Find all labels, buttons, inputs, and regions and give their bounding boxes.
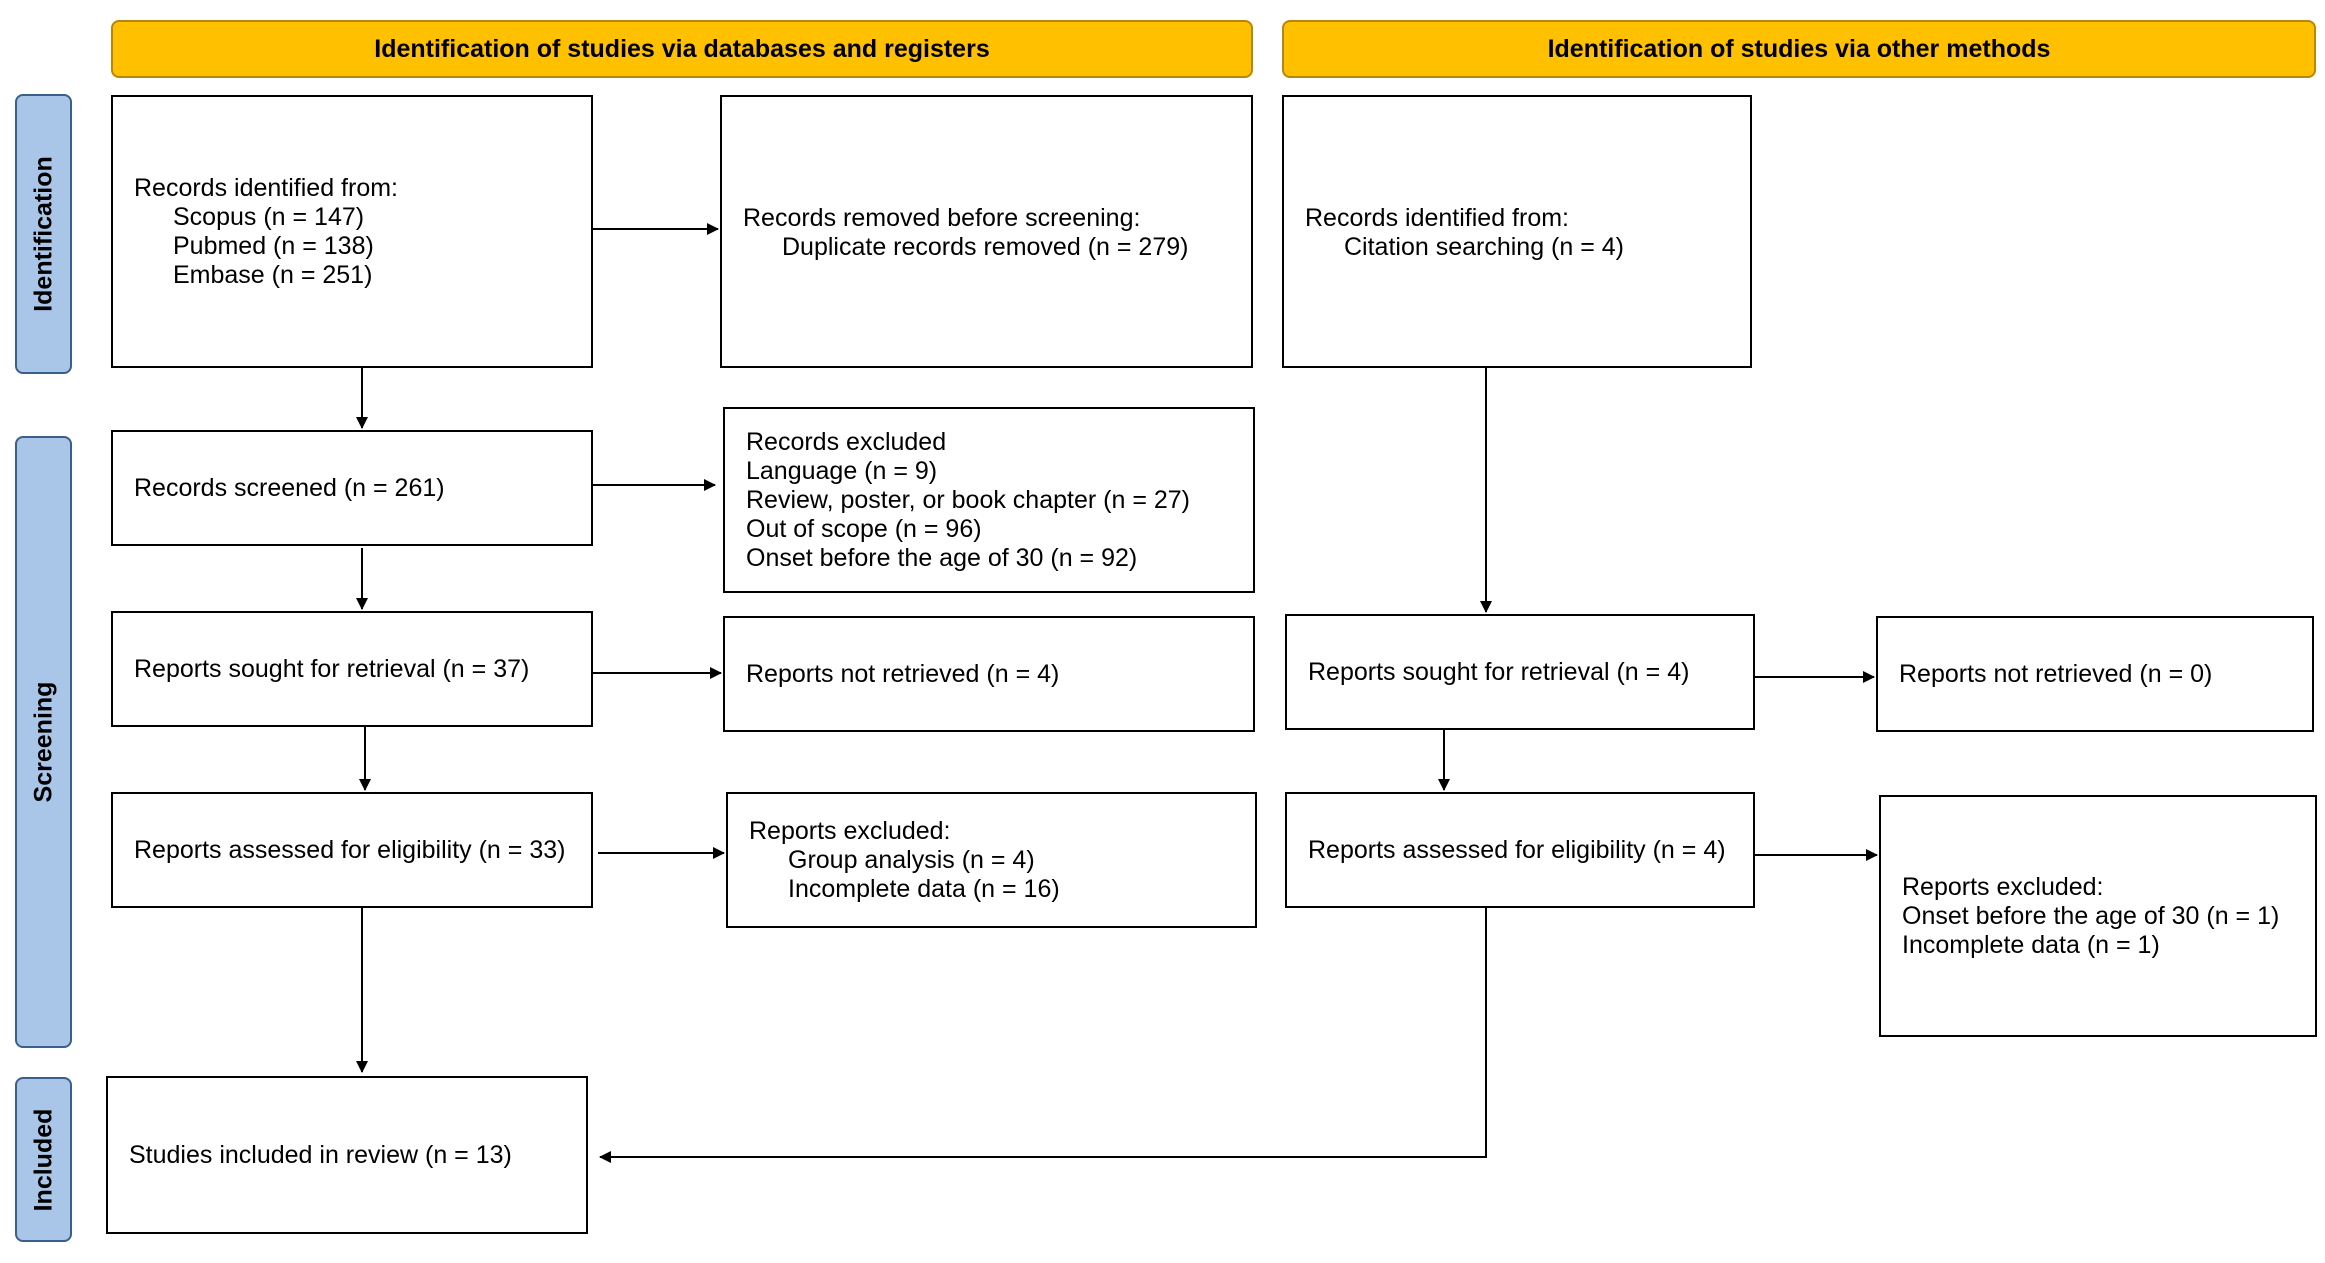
db-excluded-review: Review, poster, or book chapter (n = 27) bbox=[746, 485, 1190, 514]
db-reports-excluded-box: Reports excluded: Group analysis (n = 4)… bbox=[726, 792, 1257, 928]
db-reports-sought-label: Reports sought for retrieval (n = 37) bbox=[134, 654, 530, 683]
other-reports-not-retrieved-label: Reports not retrieved (n = 0) bbox=[1899, 659, 2213, 688]
other-reports-assessed-box: Reports assessed for eligibility (n = 4) bbox=[1285, 792, 1755, 908]
header-other-methods: Identification of studies via other meth… bbox=[1282, 20, 2316, 78]
header-databases-label: Identification of studies via databases … bbox=[374, 34, 990, 63]
db-excluded-group-analysis: Group analysis (n = 4) bbox=[788, 845, 1035, 874]
phase-screening: Screening bbox=[15, 436, 72, 1048]
studies-included-label: Studies included in review (n = 13) bbox=[129, 1140, 512, 1169]
db-source-scopus: Scopus (n = 147) bbox=[173, 202, 365, 231]
db-source-embase: Embase (n = 251) bbox=[173, 260, 373, 289]
phase-identification: Identification bbox=[15, 94, 72, 374]
header-other-methods-label: Identification of studies via other meth… bbox=[1547, 34, 2051, 63]
db-reports-not-retrieved-label: Reports not retrieved (n = 4) bbox=[746, 659, 1060, 688]
other-reports-assessed-label: Reports assessed for eligibility (n = 4) bbox=[1308, 835, 1726, 864]
other-records-identified-title: Records identified from: bbox=[1305, 204, 1570, 232]
header-databases: Identification of studies via databases … bbox=[111, 20, 1253, 78]
other-reports-sought-label: Reports sought for retrieval (n = 4) bbox=[1308, 657, 1690, 686]
db-reports-assessed-label: Reports assessed for eligibility (n = 33… bbox=[134, 835, 566, 864]
db-reports-assessed-box: Reports assessed for eligibility (n = 33… bbox=[111, 792, 593, 908]
other-excluded-incomplete: Incomplete data (n = 1) bbox=[1902, 930, 2160, 959]
db-records-identified-box: Records identified from: Scopus (n = 147… bbox=[111, 95, 593, 368]
db-excluded-scope: Out of scope (n = 96) bbox=[746, 514, 982, 543]
db-excluded-incomplete: Incomplete data (n = 16) bbox=[788, 874, 1060, 903]
db-records-excluded-box: Records excluded Language (n = 9) Review… bbox=[723, 407, 1255, 593]
db-reports-not-retrieved-box: Reports not retrieved (n = 4) bbox=[723, 616, 1255, 732]
db-records-screened-label: Records screened (n = 261) bbox=[134, 473, 445, 502]
other-excluded-onset: Onset before the age of 30 (n = 1) bbox=[1902, 901, 2280, 930]
arrow-other-assessed-to-included bbox=[599, 908, 1487, 1163]
other-records-identified-box: Records identified from: Citation search… bbox=[1282, 95, 1752, 368]
db-source-pubmed: Pubmed (n = 138) bbox=[173, 231, 374, 260]
other-reports-excluded-title: Reports excluded: bbox=[1902, 872, 2104, 901]
other-reports-sought-box: Reports sought for retrieval (n = 4) bbox=[1285, 614, 1755, 730]
other-citation-searching: Citation searching (n = 4) bbox=[1344, 233, 1625, 261]
phase-included: Included bbox=[15, 1077, 72, 1242]
db-excluded-language: Language (n = 9) bbox=[746, 456, 938, 485]
db-reports-sought-box: Reports sought for retrieval (n = 37) bbox=[111, 611, 593, 727]
other-reports-excluded-box: Reports excluded: Onset before the age o… bbox=[1879, 795, 2317, 1037]
db-duplicates-removed: Duplicate records removed (n = 279) bbox=[782, 233, 1189, 261]
db-records-identified-title: Records identified from: bbox=[134, 173, 399, 202]
db-records-removed-box: Records removed before screening: Duplic… bbox=[720, 95, 1253, 368]
other-reports-not-retrieved-box: Reports not retrieved (n = 0) bbox=[1876, 616, 2314, 732]
db-excluded-onset: Onset before the age of 30 (n = 92) bbox=[746, 543, 1138, 572]
db-records-screened-box: Records screened (n = 261) bbox=[111, 430, 593, 546]
db-records-excluded-title: Records excluded bbox=[746, 427, 947, 456]
studies-included-box: Studies included in review (n = 13) bbox=[106, 1076, 588, 1234]
db-reports-excluded-title: Reports excluded: bbox=[749, 816, 951, 845]
db-records-removed-title: Records removed before screening: bbox=[743, 204, 1141, 232]
